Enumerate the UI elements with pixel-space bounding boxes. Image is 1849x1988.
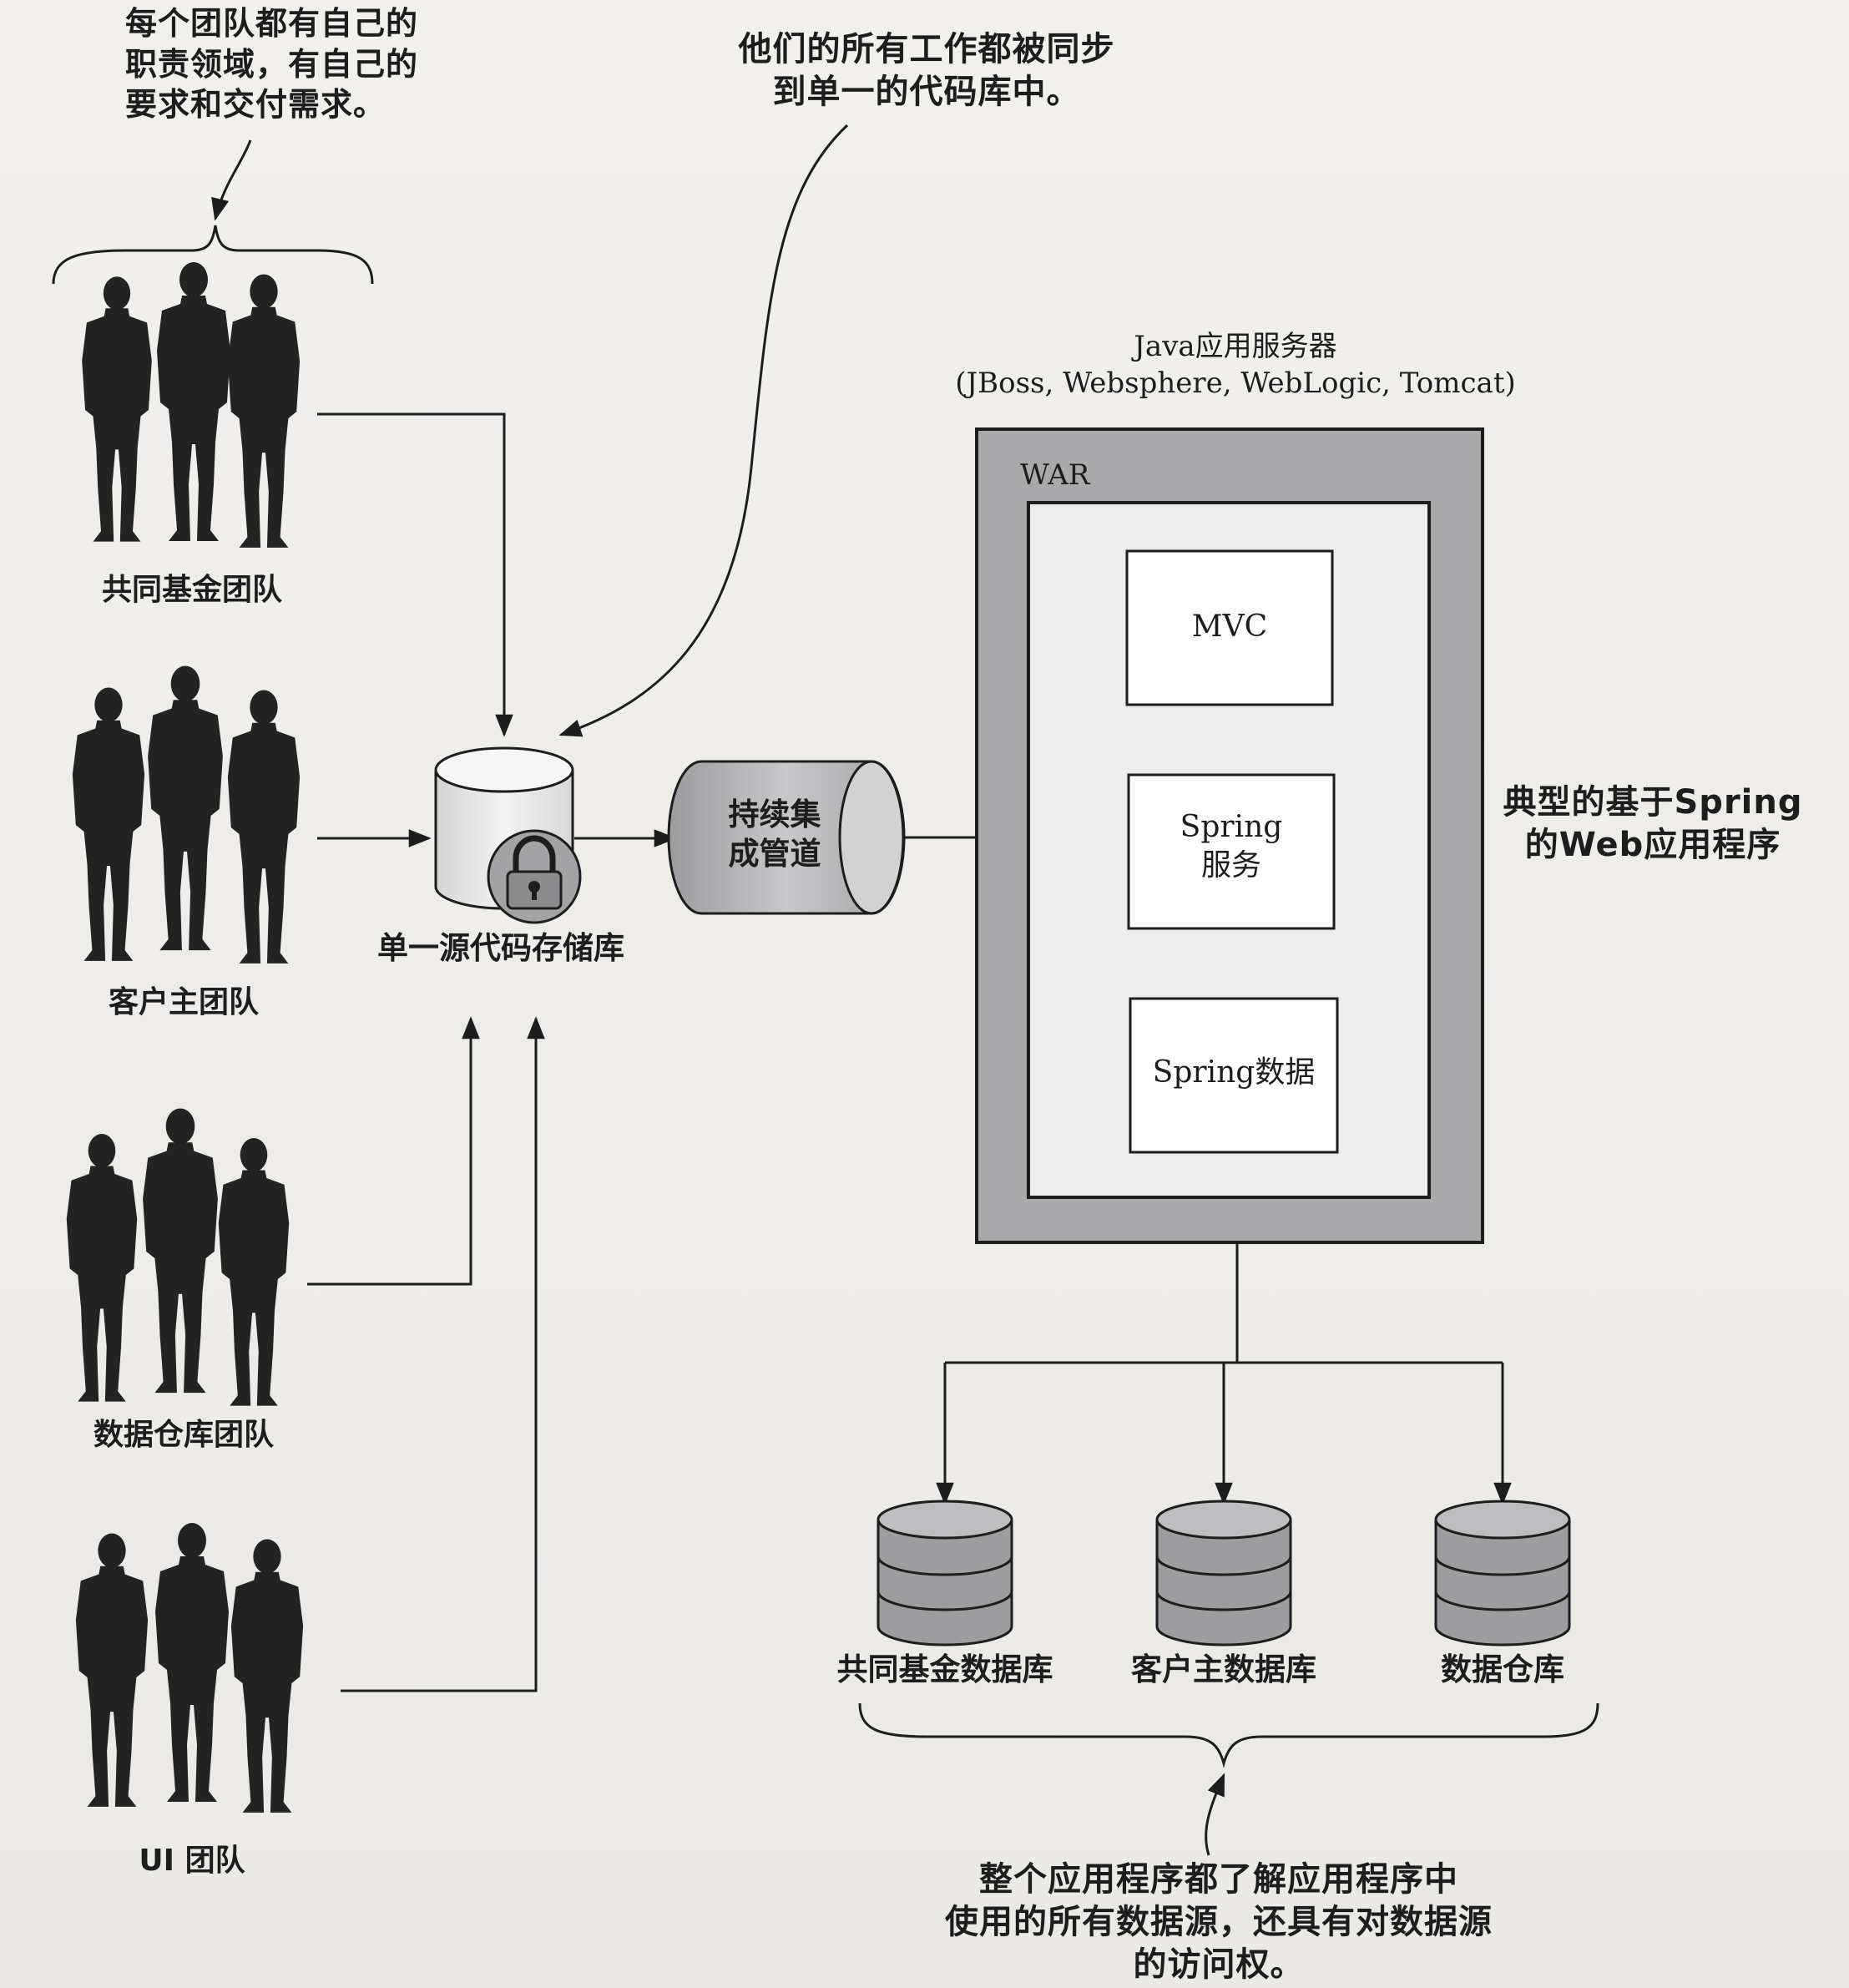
pipeline-cylinder — [667, 760, 906, 915]
spring-service-module-label: Spring 服务 — [1129, 808, 1334, 885]
spring-data-label-line: Spring数据 — [1152, 1055, 1316, 1090]
team-mutual-fund-silhouettes — [82, 262, 301, 548]
teams-note: 每个团队都有自己的 职责领域，有自己的 要求和交付需求。 — [125, 3, 476, 125]
db-note-line: 使用的所有数据源，还具有对数据源 — [945, 1903, 1493, 1942]
team4-connector — [341, 1016, 545, 1692]
team-label-customer-master: 客户主团队 — [108, 985, 259, 1019]
teams-note-line: 每个团队都有自己的 — [125, 5, 419, 42]
db-note-line: 整个应用程序都了解应用程序中 — [979, 1860, 1458, 1899]
sync-note-line: 他们的所有工作都被同步 — [738, 30, 1115, 68]
pipeline-label: 持续集 成管道 — [701, 795, 848, 874]
typical-app-line: 的Web应用程序 — [1524, 826, 1781, 865]
teams-note-line: 要求和交付需求。 — [125, 86, 386, 124]
mvc-module-box — [1125, 549, 1334, 706]
teams-note-line: 职责领域，有自己的 — [125, 45, 419, 83]
spring-service-label-line: 服务 — [1200, 848, 1261, 883]
team-label-mutual-fund: 共同基金团队 — [101, 573, 282, 607]
sync-note: 他们的所有工作都被同步 到单一的代码库中。 — [710, 28, 1144, 114]
teams-note-arrow — [211, 139, 252, 221]
db-label-data-warehouse: 数据仓库 — [1441, 1652, 1564, 1687]
team-customer-master-silhouettes — [72, 665, 301, 964]
app-server-subtitle: (JBoss, Websphere, WebLogic, Tomcat) — [955, 366, 1516, 400]
padlock-icon — [487, 829, 582, 924]
databases-brace — [858, 1702, 1599, 1768]
team3-connector — [307, 1016, 480, 1286]
sync-note-arrow — [558, 124, 849, 737]
mvc-label-line: MVC — [1191, 610, 1268, 644]
db-note-line: 的访问权。 — [1133, 1945, 1305, 1985]
database-icon — [1155, 1500, 1292, 1647]
db-label-mutual-fund: 共同基金数据库 — [836, 1652, 1053, 1687]
team-label-data-warehouse: 数据仓库团队 — [93, 1418, 274, 1452]
pipeline-label-line: 持续集 — [728, 797, 821, 832]
server-to-db-trunk — [945, 1242, 1503, 1364]
database-icon — [877, 1500, 1013, 1647]
database-icon — [1434, 1500, 1571, 1647]
mvc-module-label: MVC — [1127, 608, 1332, 646]
team-ui-silhouettes — [75, 1523, 304, 1813]
team-label-ui: UI 团队 — [139, 1844, 245, 1878]
team-data-warehouse-silhouettes — [66, 1108, 290, 1406]
spring-data-module-label: Spring数据 — [1130, 1054, 1337, 1092]
sync-note-line: 到单一的代码库中。 — [772, 73, 1081, 112]
app-server-title: Java应用服务器 (JBoss, Websphere, WebLogic, T… — [952, 329, 1519, 402]
app-server-title-line: Java应用服务器 — [1134, 330, 1337, 363]
teams-brace — [52, 225, 374, 285]
typical-app-note: 典型的基于Spring 的Web应用程序 — [1494, 782, 1811, 867]
db-note-arrow — [1205, 1773, 1225, 1856]
typical-app-line: 典型的基于Spring — [1503, 783, 1803, 822]
repository-label: 单一源代码存储库 — [377, 930, 624, 966]
team1-connector — [317, 412, 513, 737]
spring-service-label-line: Spring — [1180, 810, 1283, 844]
war-label: WAR — [1020, 458, 1090, 492]
spring-data-module-box — [1129, 997, 1339, 1154]
spring-service-module-box — [1127, 773, 1336, 930]
pipeline-label-line: 成管道 — [728, 836, 821, 873]
db-note: 整个应用程序都了解应用程序中 使用的所有数据源，还具有对数据源 的访问权。 — [885, 1859, 1553, 1987]
db-label-customer-master: 客户主数据库 — [1131, 1652, 1316, 1687]
